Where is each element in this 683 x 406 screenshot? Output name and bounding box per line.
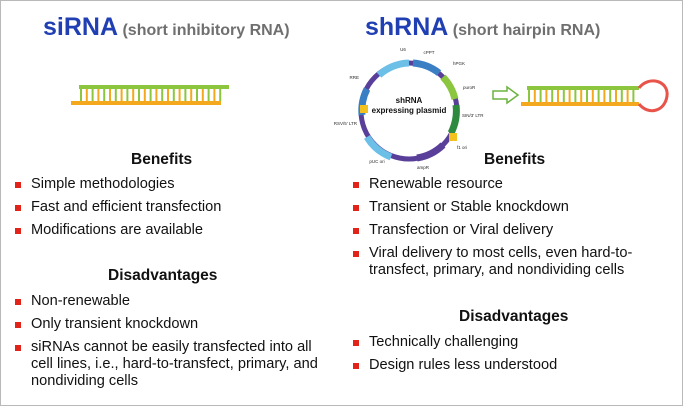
- plasmid-feature-label: RSV/5' LTR: [334, 121, 358, 126]
- plasmid-feature-label: ampR: [417, 165, 430, 170]
- sirna-title-sub: (short inhibitory RNA): [122, 22, 290, 39]
- plasmid-segment-puc: [364, 135, 393, 161]
- shrna-benefits-heading: Benefits: [484, 151, 546, 168]
- sirna-benefits-heading: Benefits: [131, 151, 193, 168]
- list-item: Only transient knockdown: [13, 316, 321, 333]
- sirna-title: siRNA (short inhibitory RNA): [43, 13, 290, 42]
- plasmid-feature-label: SIN/3' LTR: [462, 113, 484, 118]
- plasmid-feature-label: puroR: [463, 85, 476, 90]
- list-item: Simple methodologies: [13, 176, 313, 193]
- list-item: Design rules less understood: [351, 357, 671, 374]
- shrna-benefits-list: Renewable resource Transient or Stable k…: [351, 176, 676, 285]
- plasmid-segment-hpgk: [440, 74, 459, 100]
- shrna-hairpin-illustration: [521, 79, 669, 113]
- shrna-title: shRNA (short hairpin RNA): [365, 13, 600, 42]
- plasmid-segment-ampr: [416, 142, 446, 162]
- plasmid-label-line1: shRNA: [396, 96, 423, 105]
- plasmid-feature-label: U6: [400, 47, 406, 52]
- list-item: Non-renewable: [13, 293, 321, 310]
- list-item: Transfection or Viral delivery: [351, 222, 676, 239]
- plasmid-marker-rsv: [360, 105, 368, 113]
- list-item: Modifications are available: [13, 222, 313, 239]
- sirna-disadvantages-list: Non-renewable Only transient knockdown s…: [13, 293, 321, 396]
- plasmid-segment-rre: [376, 59, 410, 78]
- sirna-sense-strand: [79, 85, 229, 89]
- plasmid-segment-u6: [412, 59, 442, 76]
- plasmid-label-line2: expressing plasmid: [372, 106, 447, 115]
- sirna-disadvantages-heading: Disadvantages: [108, 267, 218, 284]
- sirna-antisense-strand: [71, 101, 221, 105]
- list-item: Transient or Stable knockdown: [351, 199, 676, 216]
- sirna-benefits-list: Simple methodologies Fast and efficient …: [13, 176, 313, 245]
- hairpin-loop: [637, 79, 669, 113]
- shrna-plasmid-diagram: shRNA expressing plasmid U6 cPPT hPGK puroR…: [334, 47, 485, 170]
- plasmid-feature-label: hPGK: [453, 61, 465, 66]
- transition-arrow: [492, 85, 520, 105]
- shrna-disadvantages-list: Technically challenging Design rules les…: [351, 334, 671, 380]
- list-item: Renewable resource: [351, 176, 676, 193]
- shrna-title-sub: (short hairpin RNA): [452, 22, 601, 39]
- shrna-disadvantages-heading: Disadvantages: [459, 308, 569, 325]
- list-item: siRNAs cannot be easily transfected into…: [13, 339, 321, 390]
- plasmid-segment-puror: [447, 104, 460, 135]
- list-item: Technically challenging: [351, 334, 671, 351]
- green-arrow-icon: [492, 85, 520, 105]
- plasmid-feature-label: f1 ori: [457, 145, 467, 150]
- plasmid-feature-label: RRE: [349, 75, 359, 80]
- plasmid-feature-label: pUC ori: [369, 159, 384, 164]
- hairpin-top-strand: [527, 86, 639, 90]
- hairpin-bottom-strand: [521, 102, 639, 106]
- plasmid-segment-rsv: [358, 87, 371, 116]
- sirna-duplex-illustration: [71, 85, 229, 105]
- list-item: Fast and efficient transfection: [13, 199, 313, 216]
- plasmid-feature-label: cPPT: [423, 50, 434, 55]
- sirna-base-pairs: [80, 89, 222, 101]
- hairpin-base-pairs: [528, 90, 635, 102]
- plasmid-feature-labels: U6 cPPT hPGK puroR SIN/3' LTR f1 ori ampR pUC o…: [334, 47, 485, 170]
- sirna-title-main: siRNA: [43, 13, 119, 41]
- shrna-title-main: shRNA: [365, 13, 449, 41]
- plasmid-marker-sin: [449, 133, 457, 141]
- list-item: Viral delivery to most cells, even hard-…: [351, 245, 676, 279]
